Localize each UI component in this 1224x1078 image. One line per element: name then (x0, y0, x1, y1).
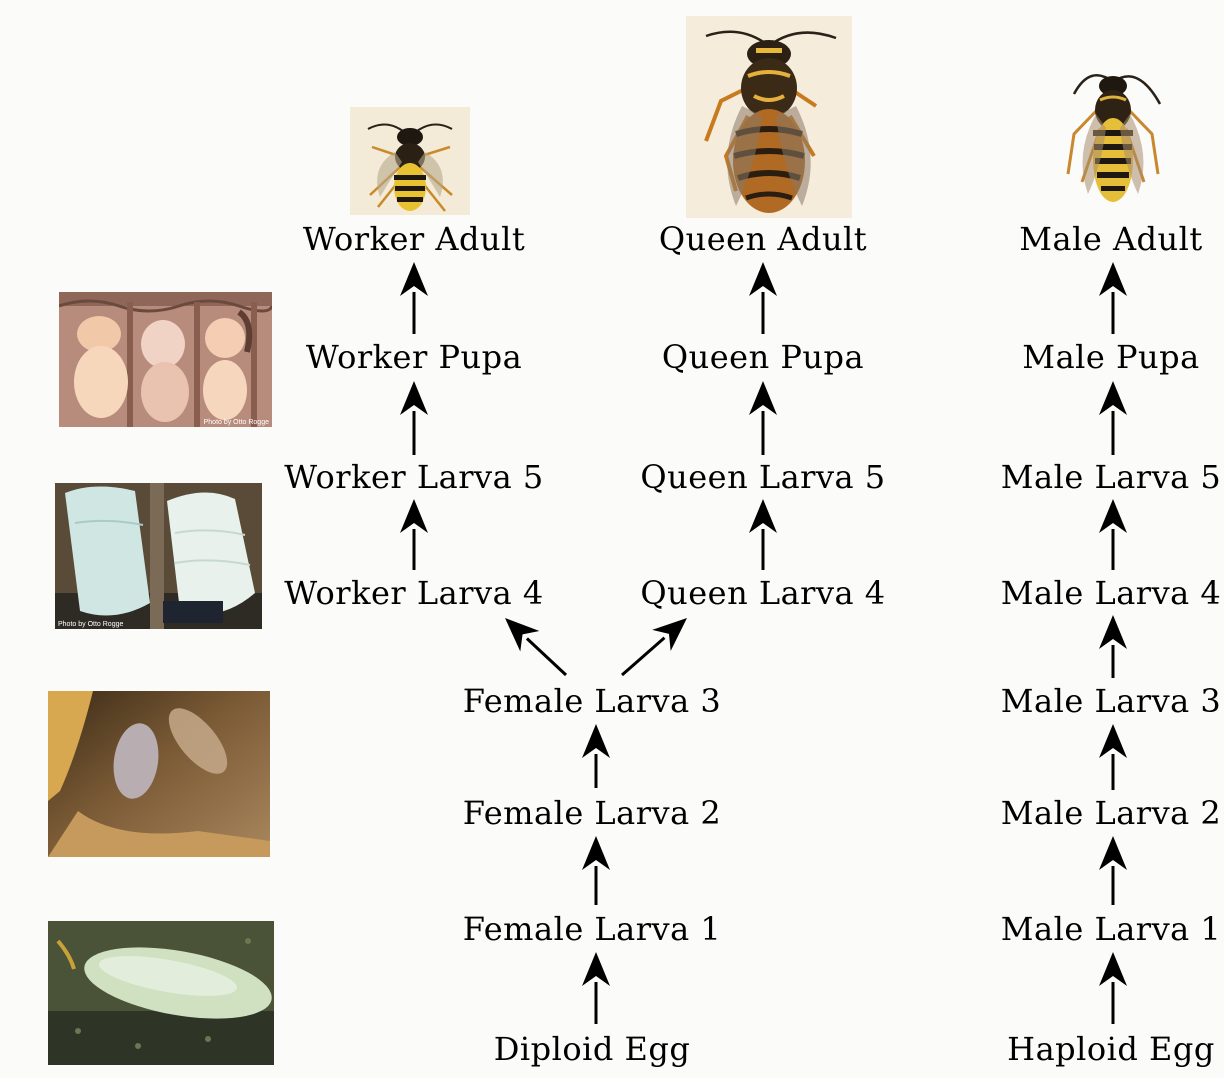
female-larva3-to-worker-larva4-arrow (505, 618, 566, 675)
worker-larva-4-label: Worker Larva 4 (284, 573, 543, 613)
queen-larva-4-label: Queen Larva 4 (640, 573, 885, 613)
female-larva-3-label: Female Larva 3 (463, 681, 721, 721)
male-larva-4-label: Male Larva 4 (1001, 573, 1222, 613)
worker-larva-5-label: Worker Larva 5 (284, 457, 543, 497)
male-larva-2-label: Male Larva 2 (1001, 793, 1222, 833)
male-larva-3-label: Male Larva 3 (1001, 681, 1222, 721)
male-larva-1-label: Male Larva 1 (1001, 909, 1222, 949)
male-pupa-label: Male Pupa (1022, 337, 1199, 377)
worker-adult-label: Worker Adult (303, 219, 525, 259)
diploid-egg-label: Diploid Egg (494, 1029, 691, 1069)
queen-larva4-to-larva5-arrow (749, 499, 777, 570)
female-larva-2-label: Female Larva 2 (463, 793, 721, 833)
worker-larva4-to-larva5-arrow (400, 499, 428, 570)
queen-adult-label: Queen Adult (659, 219, 867, 259)
male-larva1-to-larva2-arrow (1099, 836, 1127, 905)
queen-larva5-to-pupa-arrow (749, 381, 777, 455)
female-larva2-to-larva3-arrow (582, 724, 610, 788)
female-larva3-to-queen-larva4-arrow (622, 618, 687, 675)
male-pupa-to-adult-arrow (1099, 262, 1127, 334)
male-larva-5-label: Male Larva 5 (1001, 457, 1222, 497)
diploid-egg-to-larva1-arrow (582, 952, 610, 1024)
female-larva-1-label: Female Larva 1 (463, 909, 721, 949)
queen-pupa-label: Queen Pupa (662, 337, 864, 377)
worker-larva5-to-pupa-arrow (400, 381, 428, 455)
male-larva3-to-larva4-arrow (1099, 615, 1127, 678)
male-adult-label: Male Adult (1019, 219, 1202, 259)
queen-larva-5-label: Queen Larva 5 (640, 457, 885, 497)
queen-pupa-to-adult-arrow (749, 262, 777, 334)
worker-pupa-to-adult-arrow (400, 262, 428, 334)
male-larva2-to-larva3-arrow (1099, 724, 1127, 790)
worker-pupa-label: Worker Pupa (306, 337, 522, 377)
haploid-egg-label: Haploid Egg (1007, 1029, 1215, 1069)
male-larva5-to-pupa-arrow (1099, 381, 1127, 455)
haploid-egg-to-larva1-arrow (1099, 952, 1127, 1024)
male-larva4-to-larva5-arrow (1099, 499, 1127, 570)
female-larva1-to-larva2-arrow (582, 836, 610, 905)
